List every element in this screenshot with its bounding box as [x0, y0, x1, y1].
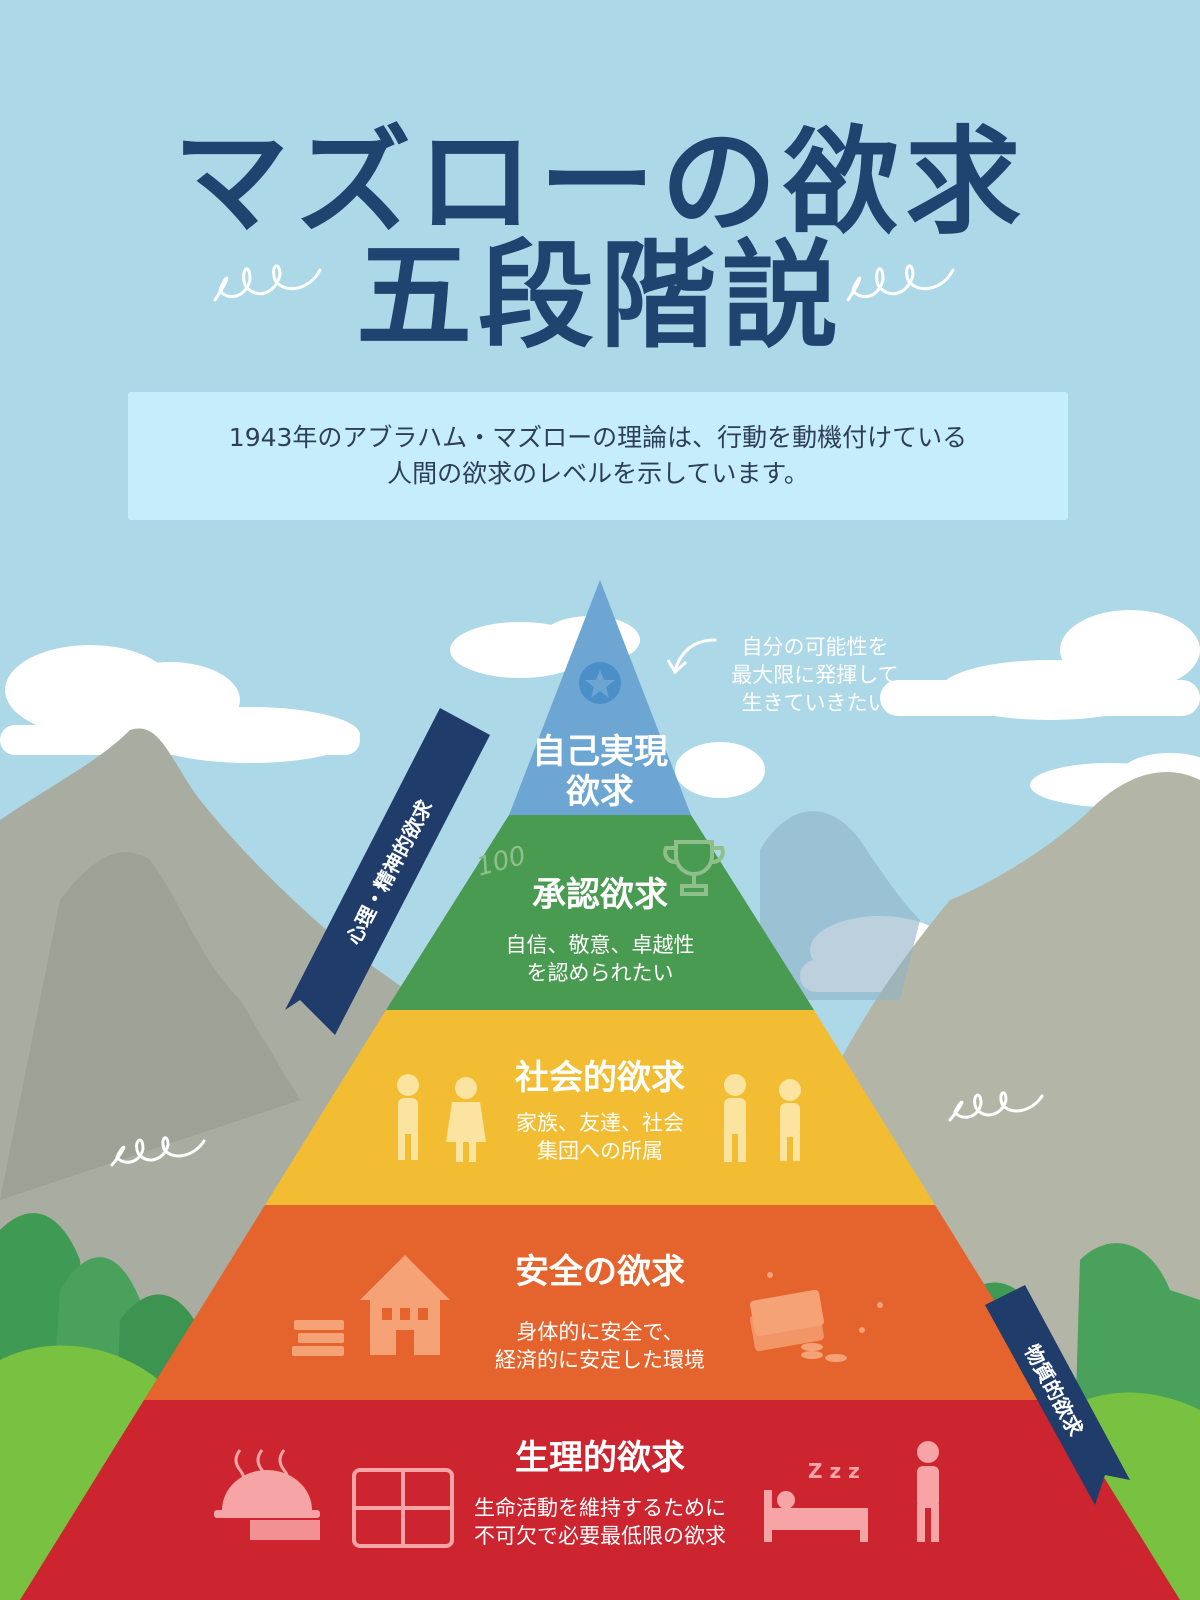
level-esteem-desc-line1: 自信、敬意、卓越性: [505, 933, 695, 957]
pyramid-level-physiological: [20, 1400, 1180, 1600]
level-physiological-desc-line2: 不可欠で必要最低限の欲求: [474, 1524, 726, 1548]
level-self-actualization-title-line2: 欲求: [566, 772, 634, 812]
money-icon: [750, 1272, 883, 1362]
self-actualization-note: 自分の可能性を 最大限に発揮して 生きていきたい: [715, 633, 915, 717]
cloud-right: [880, 610, 1200, 720]
swirl-right: [948, 1091, 1044, 1122]
intro-line1: 1943年のアブラハム・マズローの理論は、行動を動機付けている: [228, 423, 968, 452]
intro-line2: 人間の欲求のレベルを示しています。: [387, 459, 809, 488]
pyramid: [20, 580, 1180, 1600]
steam-icon: [234, 1449, 290, 1491]
level-self-actualization-title-line1: 自己実現: [532, 732, 668, 772]
trophy-icon: [663, 840, 725, 896]
people-talking-icon: [724, 1074, 801, 1162]
page-title-line2: 五段階説: [356, 229, 844, 364]
curved-arrow-icon: [673, 638, 717, 672]
swirls: [110, 264, 1044, 1167]
level-safety-desc-line1: 身体的に安全で、: [516, 1320, 684, 1344]
zzz-icon: Z z z: [808, 1459, 860, 1483]
people-arguing-icon: [397, 1074, 486, 1162]
level-esteem-desc-line2: を認められたい: [526, 961, 674, 985]
swirl-title-left: [213, 264, 322, 302]
swirl-title-right: [846, 264, 955, 302]
pyramid-level-esteem: [386, 815, 814, 1010]
level-social-title: 社会的欲求: [515, 1058, 685, 1098]
house-windows: [382, 1308, 428, 1355]
swirl-left: [110, 1136, 206, 1167]
books-icon: [292, 1320, 344, 1356]
note-line1: 自分の可能性を: [741, 635, 889, 659]
star-icon: [579, 662, 621, 704]
pyramid-level-social: [265, 1010, 935, 1205]
bed-sleeping-icon: [764, 1490, 868, 1542]
page-title-line1: マズローの欲求: [173, 115, 1027, 250]
level-social-desc-line1: 家族、友達、社会: [516, 1111, 684, 1135]
cloud-left: [0, 645, 360, 763]
note-line3: 生きていきたい: [741, 691, 889, 715]
person-drinking-icon: [917, 1441, 939, 1542]
level-physiological-title: 生理的欲求: [515, 1438, 685, 1478]
level-physiological-desc-line1: 生命活動を維持するために: [474, 1496, 726, 1520]
ribbon-right: [985, 1285, 1130, 1505]
meal-tray-icon: [352, 1468, 454, 1548]
note-line2: 最大限に発揮して: [731, 663, 899, 687]
level-safety-desc-line2: 経済的に安定した環境: [495, 1348, 705, 1372]
intro-box: 1943年のアブラハム・マズローの理論は、行動を動機付けている 人間の欲求のレベ…: [128, 392, 1068, 520]
level-social-desc-line2: 集団への所属: [537, 1139, 663, 1163]
level-safety-title: 安全の欲求: [515, 1252, 685, 1292]
ribbon-left: [285, 708, 490, 1035]
level-esteem-title: 承認欲求: [532, 875, 668, 915]
